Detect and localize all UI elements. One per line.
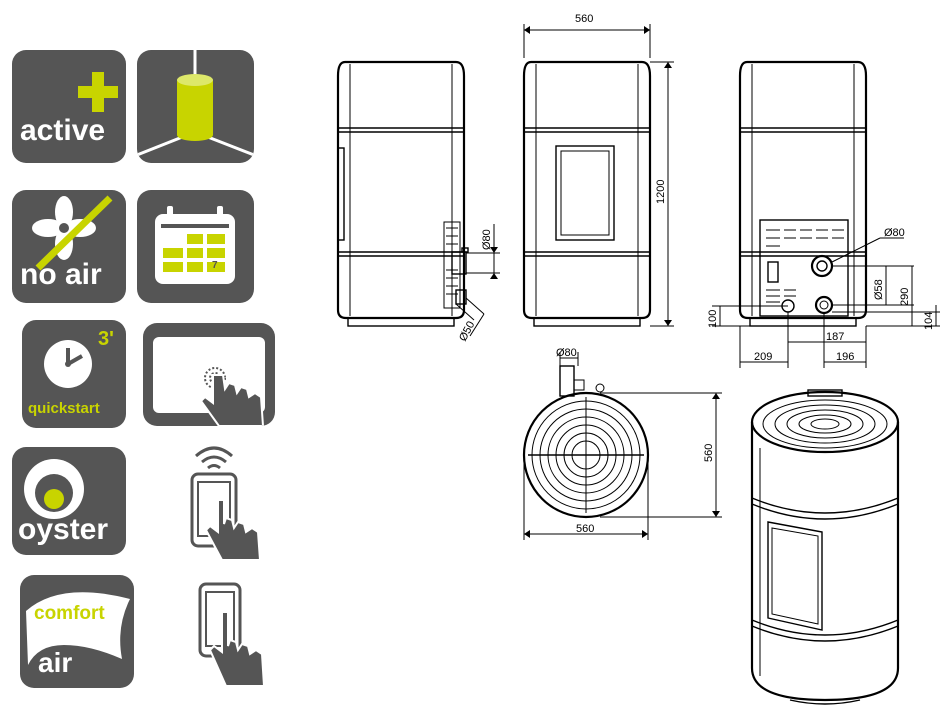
side-view: Ø80 Ø50: [336, 60, 500, 343]
quickstart-label: quickstart: [28, 400, 100, 417]
rear-flue-dim: Ø80: [884, 227, 905, 239]
top-depth-dim: 560: [703, 444, 715, 462]
no-air-tile: no air: [12, 190, 126, 303]
side-inlet-dim: Ø50: [457, 319, 477, 343]
air-label: air: [38, 647, 73, 678]
no-air-label: no air: [20, 258, 102, 291]
oyster-icon: [24, 459, 84, 519]
rear-view: Ø80 Ø58 290 104 100 209 187 196: [707, 60, 940, 368]
top-flue-dim: Ø80: [556, 347, 577, 359]
top-view: Ø80 560 560: [522, 347, 722, 540]
active-tile: active: [12, 50, 126, 163]
rear-104-dim: 104: [923, 312, 935, 330]
perspective-view: [750, 389, 900, 705]
rear-187-dim: 187: [826, 331, 844, 343]
fan-crossed-icon: [32, 195, 113, 271]
rear-196-dim: 196: [836, 351, 854, 363]
phone-wifi-icon: [190, 446, 262, 561]
calendar-icon: [155, 206, 235, 284]
tablet-touch-icon: [153, 337, 265, 426]
side-flue-dim: Ø80: [481, 229, 493, 250]
cylinder-tile: [137, 50, 254, 163]
plus-icon: [78, 72, 118, 112]
comfort-label: comfort: [34, 603, 105, 624]
height-dim: 1200: [655, 180, 667, 204]
tablet-tile: [143, 323, 275, 426]
front-width-dim: 560: [575, 13, 593, 25]
calendar-tile: 7: [137, 190, 254, 303]
quickstart-superscript: 3': [98, 328, 114, 350]
quickstart-tile: 3' quickstart: [22, 320, 126, 428]
active-label: active: [20, 114, 106, 147]
rear-290-dim: 290: [899, 288, 911, 306]
calendar-day: 7: [212, 260, 218, 271]
top-width-dim: 560: [576, 523, 594, 535]
oyster-tile: oyster: [12, 447, 126, 555]
rear-209-dim: 209: [754, 351, 772, 363]
oyster-label: oyster: [18, 513, 109, 546]
phone-touch-icon: [198, 582, 266, 687]
rear-100-dim: 100: [707, 310, 719, 328]
rear-58-dim: Ø58: [873, 279, 885, 300]
clock-icon: [44, 340, 92, 388]
comfort-air-icon: [26, 592, 130, 665]
cylinder-icon: [137, 50, 254, 157]
front-view: 560 1200: [522, 13, 674, 327]
comfort-air-tile: comfort air: [20, 575, 134, 688]
